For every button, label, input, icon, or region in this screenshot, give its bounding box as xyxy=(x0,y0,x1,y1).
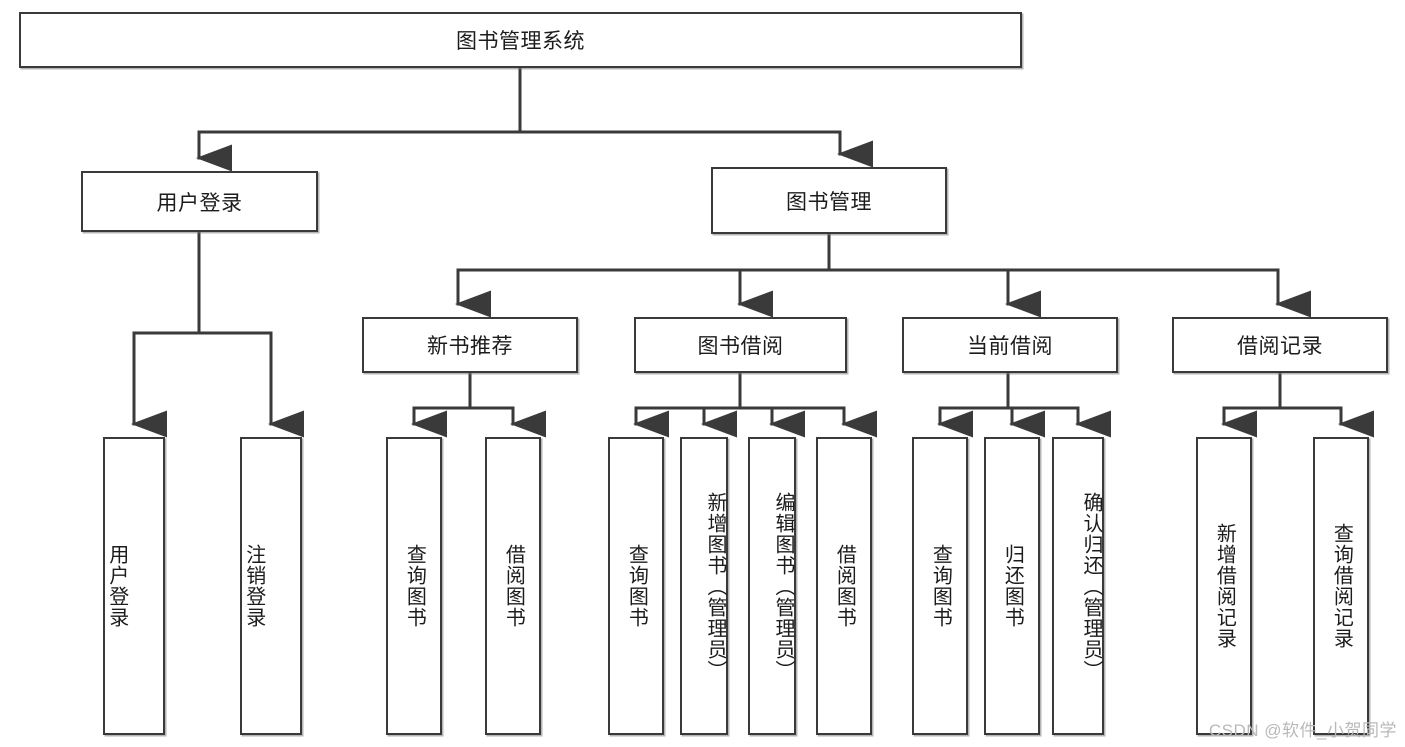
node-leaf-query-borrow-record[interactable]: 查询借阅记录 xyxy=(1313,437,1369,735)
node-leaf-borrow-book[interactable]: 借阅图书 xyxy=(816,437,872,735)
node-new-book-recommend-label: 新书推荐 xyxy=(427,335,513,358)
node-user-login-label: 用户登录 xyxy=(156,191,243,215)
node-leaf-add-borrow-record-label: 新增借阅记录 xyxy=(1213,523,1236,649)
node-leaf-query-book-borrow-label: 查询图书 xyxy=(625,544,648,628)
node-book-borrow-label: 图书借阅 xyxy=(697,335,784,358)
node-leaf-return-book[interactable]: 归还图书 xyxy=(984,437,1040,735)
node-book-management-label: 图书管理 xyxy=(786,190,872,214)
node-leaf-query-book-current[interactable]: 查询图书 xyxy=(912,437,968,735)
node-leaf-edit-book[interactable]: 编辑图书（管理员） xyxy=(748,437,796,735)
watermark: CSDN @软件_小贺同学 xyxy=(1208,721,1397,740)
node-leaf-query-book-current-label: 查询图书 xyxy=(929,544,952,628)
node-leaf-add-book[interactable]: 新增图书（管理员） xyxy=(680,437,728,735)
node-leaf-user-login-label: 用户登录 xyxy=(105,544,128,628)
node-leaf-confirm-return[interactable]: 确认归还（管理员） xyxy=(1052,437,1104,735)
node-new-book-recommend[interactable]: 新书推荐 xyxy=(362,317,578,373)
node-borrow-record-label: 借阅记录 xyxy=(1237,335,1323,358)
node-leaf-query-book-recommend-label: 查询图书 xyxy=(403,544,426,628)
node-leaf-return-book-label: 归还图书 xyxy=(1001,544,1024,628)
node-leaf-borrow-book-recommend-label: 借阅图书 xyxy=(502,544,525,628)
node-leaf-edit-book-label: 编辑图书（管理员） xyxy=(772,491,794,681)
node-current-borrow-label: 当前借阅 xyxy=(967,335,1053,358)
node-leaf-add-book-label: 新增图书（管理员） xyxy=(704,491,726,681)
node-root[interactable]: 图书管理系统 xyxy=(19,12,1022,68)
node-leaf-query-book-recommend[interactable]: 查询图书 xyxy=(386,437,442,735)
node-leaf-confirm-return-label: 确认归还（管理员） xyxy=(1080,491,1102,681)
node-book-management[interactable]: 图书管理 xyxy=(711,167,947,234)
node-leaf-query-borrow-record-label: 查询借阅记录 xyxy=(1330,523,1353,649)
node-leaf-logout-label: 注销登录 xyxy=(242,544,265,628)
node-user-login[interactable]: 用户登录 xyxy=(81,171,318,232)
node-borrow-record[interactable]: 借阅记录 xyxy=(1172,317,1388,373)
node-leaf-add-borrow-record[interactable]: 新增借阅记录 xyxy=(1196,437,1252,735)
node-leaf-user-login[interactable]: 用户登录 xyxy=(103,437,165,735)
node-leaf-logout[interactable]: 注销登录 xyxy=(240,437,302,735)
node-leaf-borrow-book-label: 借阅图书 xyxy=(833,544,856,628)
node-current-borrow[interactable]: 当前借阅 xyxy=(902,317,1118,373)
node-root-label: 图书管理系统 xyxy=(456,30,585,53)
node-leaf-borrow-book-recommend[interactable]: 借阅图书 xyxy=(485,437,541,735)
node-book-borrow[interactable]: 图书借阅 xyxy=(634,317,847,373)
node-leaf-query-book-borrow[interactable]: 查询图书 xyxy=(608,437,664,735)
